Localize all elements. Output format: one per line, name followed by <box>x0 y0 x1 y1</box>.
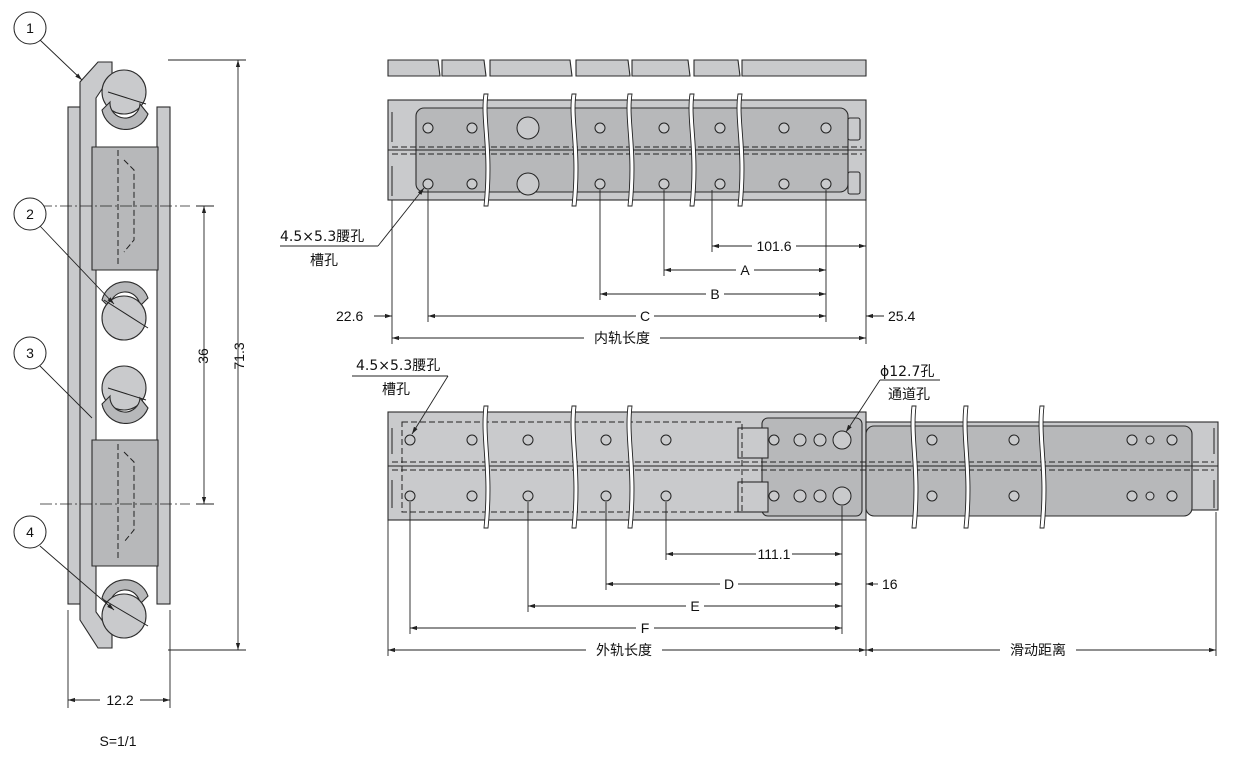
dim-right-label: 25.4 <box>888 308 915 324</box>
ball-bearing-2 <box>101 281 149 341</box>
dim-height-label: 71.3 <box>231 342 247 369</box>
callout-3 <box>13 336 47 370</box>
dim-101-label: 101.6 <box>756 238 791 254</box>
outer-slot-label-2: 槽孔 <box>382 382 410 398</box>
inner-slot-label-1: 4.5×5.3腰孔 <box>280 229 364 245</box>
callout-2-label: 2 <box>26 206 34 222</box>
dim-f-label: F <box>641 620 650 636</box>
dim-width-label: 12.2 <box>106 692 133 708</box>
dim-left-label: 22.6 <box>336 308 363 324</box>
callout-4 <box>13 515 47 549</box>
dim-b-label: B <box>710 286 719 302</box>
outer-rail-right-wall <box>156 106 171 605</box>
inner-slot-label-2: 槽孔 <box>310 253 338 269</box>
inner-length-label: 内轨长度 <box>594 331 650 347</box>
outer-length-label: 外轨长度 <box>596 643 652 659</box>
inner-member-lower <box>91 439 159 567</box>
scale-label: S=1/1 <box>100 733 137 749</box>
side-view: 1 2 3 4 71.3 36 12.2 S=1/1 <box>13 11 247 749</box>
dim-16-label: 16 <box>882 576 898 592</box>
callout-1-label: 1 <box>26 20 34 36</box>
outer-rail-left-wall <box>67 106 82 605</box>
callout-3-label: 3 <box>26 345 34 361</box>
dim-e-label: E <box>690 598 699 614</box>
ball-bearing-1 <box>101 69 149 130</box>
intermediate-rail <box>79 61 113 649</box>
dim-d-label: D <box>724 576 734 592</box>
ball-bearing-3 <box>101 365 149 424</box>
through-hole-label-1: ϕ12.7孔 <box>880 364 934 380</box>
outer-rail-view: 4.5×5.3腰孔 槽孔 ϕ12.7孔 通道孔 111.1 D E F 16 外… <box>352 358 1219 659</box>
dim-pitch-label: 36 <box>195 348 211 364</box>
inner-rail-view: 4.5×5.3腰孔 槽孔 101.6 A B C 22.6 25.4 内轨长度 <box>280 93 915 347</box>
callout-1 <box>13 11 47 45</box>
callout-2 <box>13 197 47 231</box>
dim-111-label: 111.1 <box>758 546 791 562</box>
ball-bearing-4 <box>101 579 149 639</box>
top-edge-view <box>387 59 867 77</box>
through-hole-label-2: 通道孔 <box>888 387 930 403</box>
dim-c-label: C <box>640 308 650 324</box>
inner-member-upper <box>91 146 159 271</box>
outer-slot-label-1: 4.5×5.3腰孔 <box>356 358 440 374</box>
travel-label: 滑动距离 <box>1010 642 1066 659</box>
dim-a-label: A <box>740 262 750 278</box>
callout-4-label: 4 <box>26 524 34 540</box>
